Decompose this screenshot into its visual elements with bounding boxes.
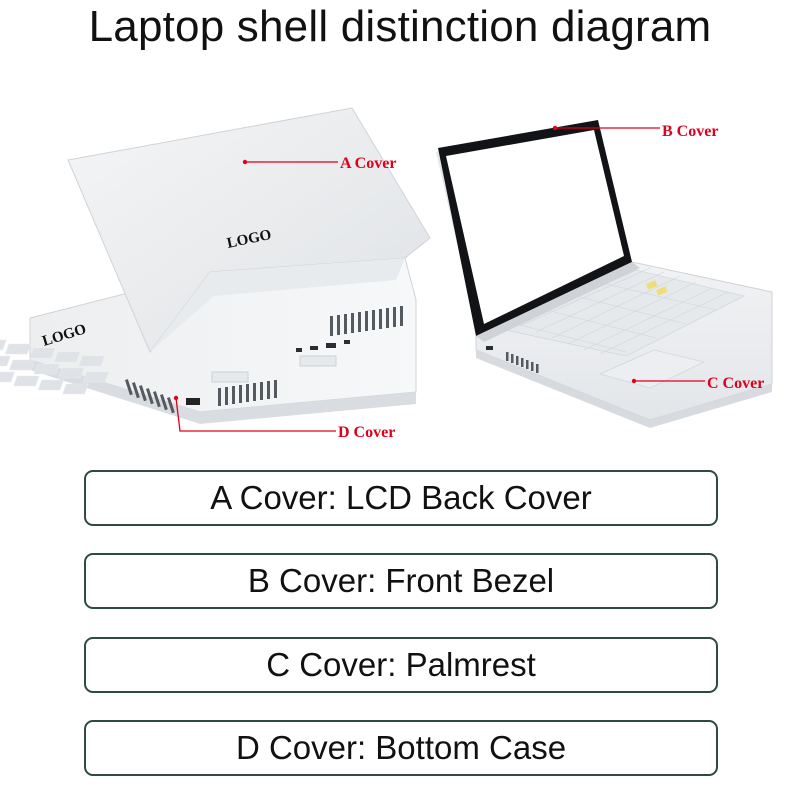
callout-c: C Cover	[631, 375, 764, 392]
legend-box-b: B Cover: Front Bezel	[84, 553, 718, 609]
right-laptop-screen	[446, 130, 624, 324]
callout-b: B Cover	[552, 123, 718, 140]
callout-d-label: D Cover	[338, 424, 395, 441]
legend-box-a: A Cover: LCD Back Cover	[84, 470, 718, 526]
callout-b-label: B Cover	[662, 123, 718, 140]
callout-a-label: A Cover	[340, 155, 396, 172]
legend-text-b: B Cover: Front Bezel	[247, 562, 555, 599]
legend-box-c: C Cover: Palmrest	[84, 637, 718, 693]
page-title: Laptop shell distinction diagram	[88, 2, 712, 51]
callout-d: D Cover	[173, 395, 395, 441]
callout-c-label: C Cover	[707, 375, 764, 392]
laptop-illustrations: LOGO LOGO	[0, 107, 773, 441]
legend-text-a: A Cover: LCD Back Cover	[210, 479, 592, 516]
callout-a: A Cover	[242, 155, 396, 172]
legend-box-d: D Cover: Bottom Case	[84, 720, 718, 776]
left-laptop: LOGO LOGO	[0, 107, 431, 424]
legend-text-c: C Cover: Palmrest	[266, 646, 536, 683]
right-laptop	[436, 120, 773, 428]
legend-text-d: D Cover: Bottom Case	[235, 729, 567, 766]
